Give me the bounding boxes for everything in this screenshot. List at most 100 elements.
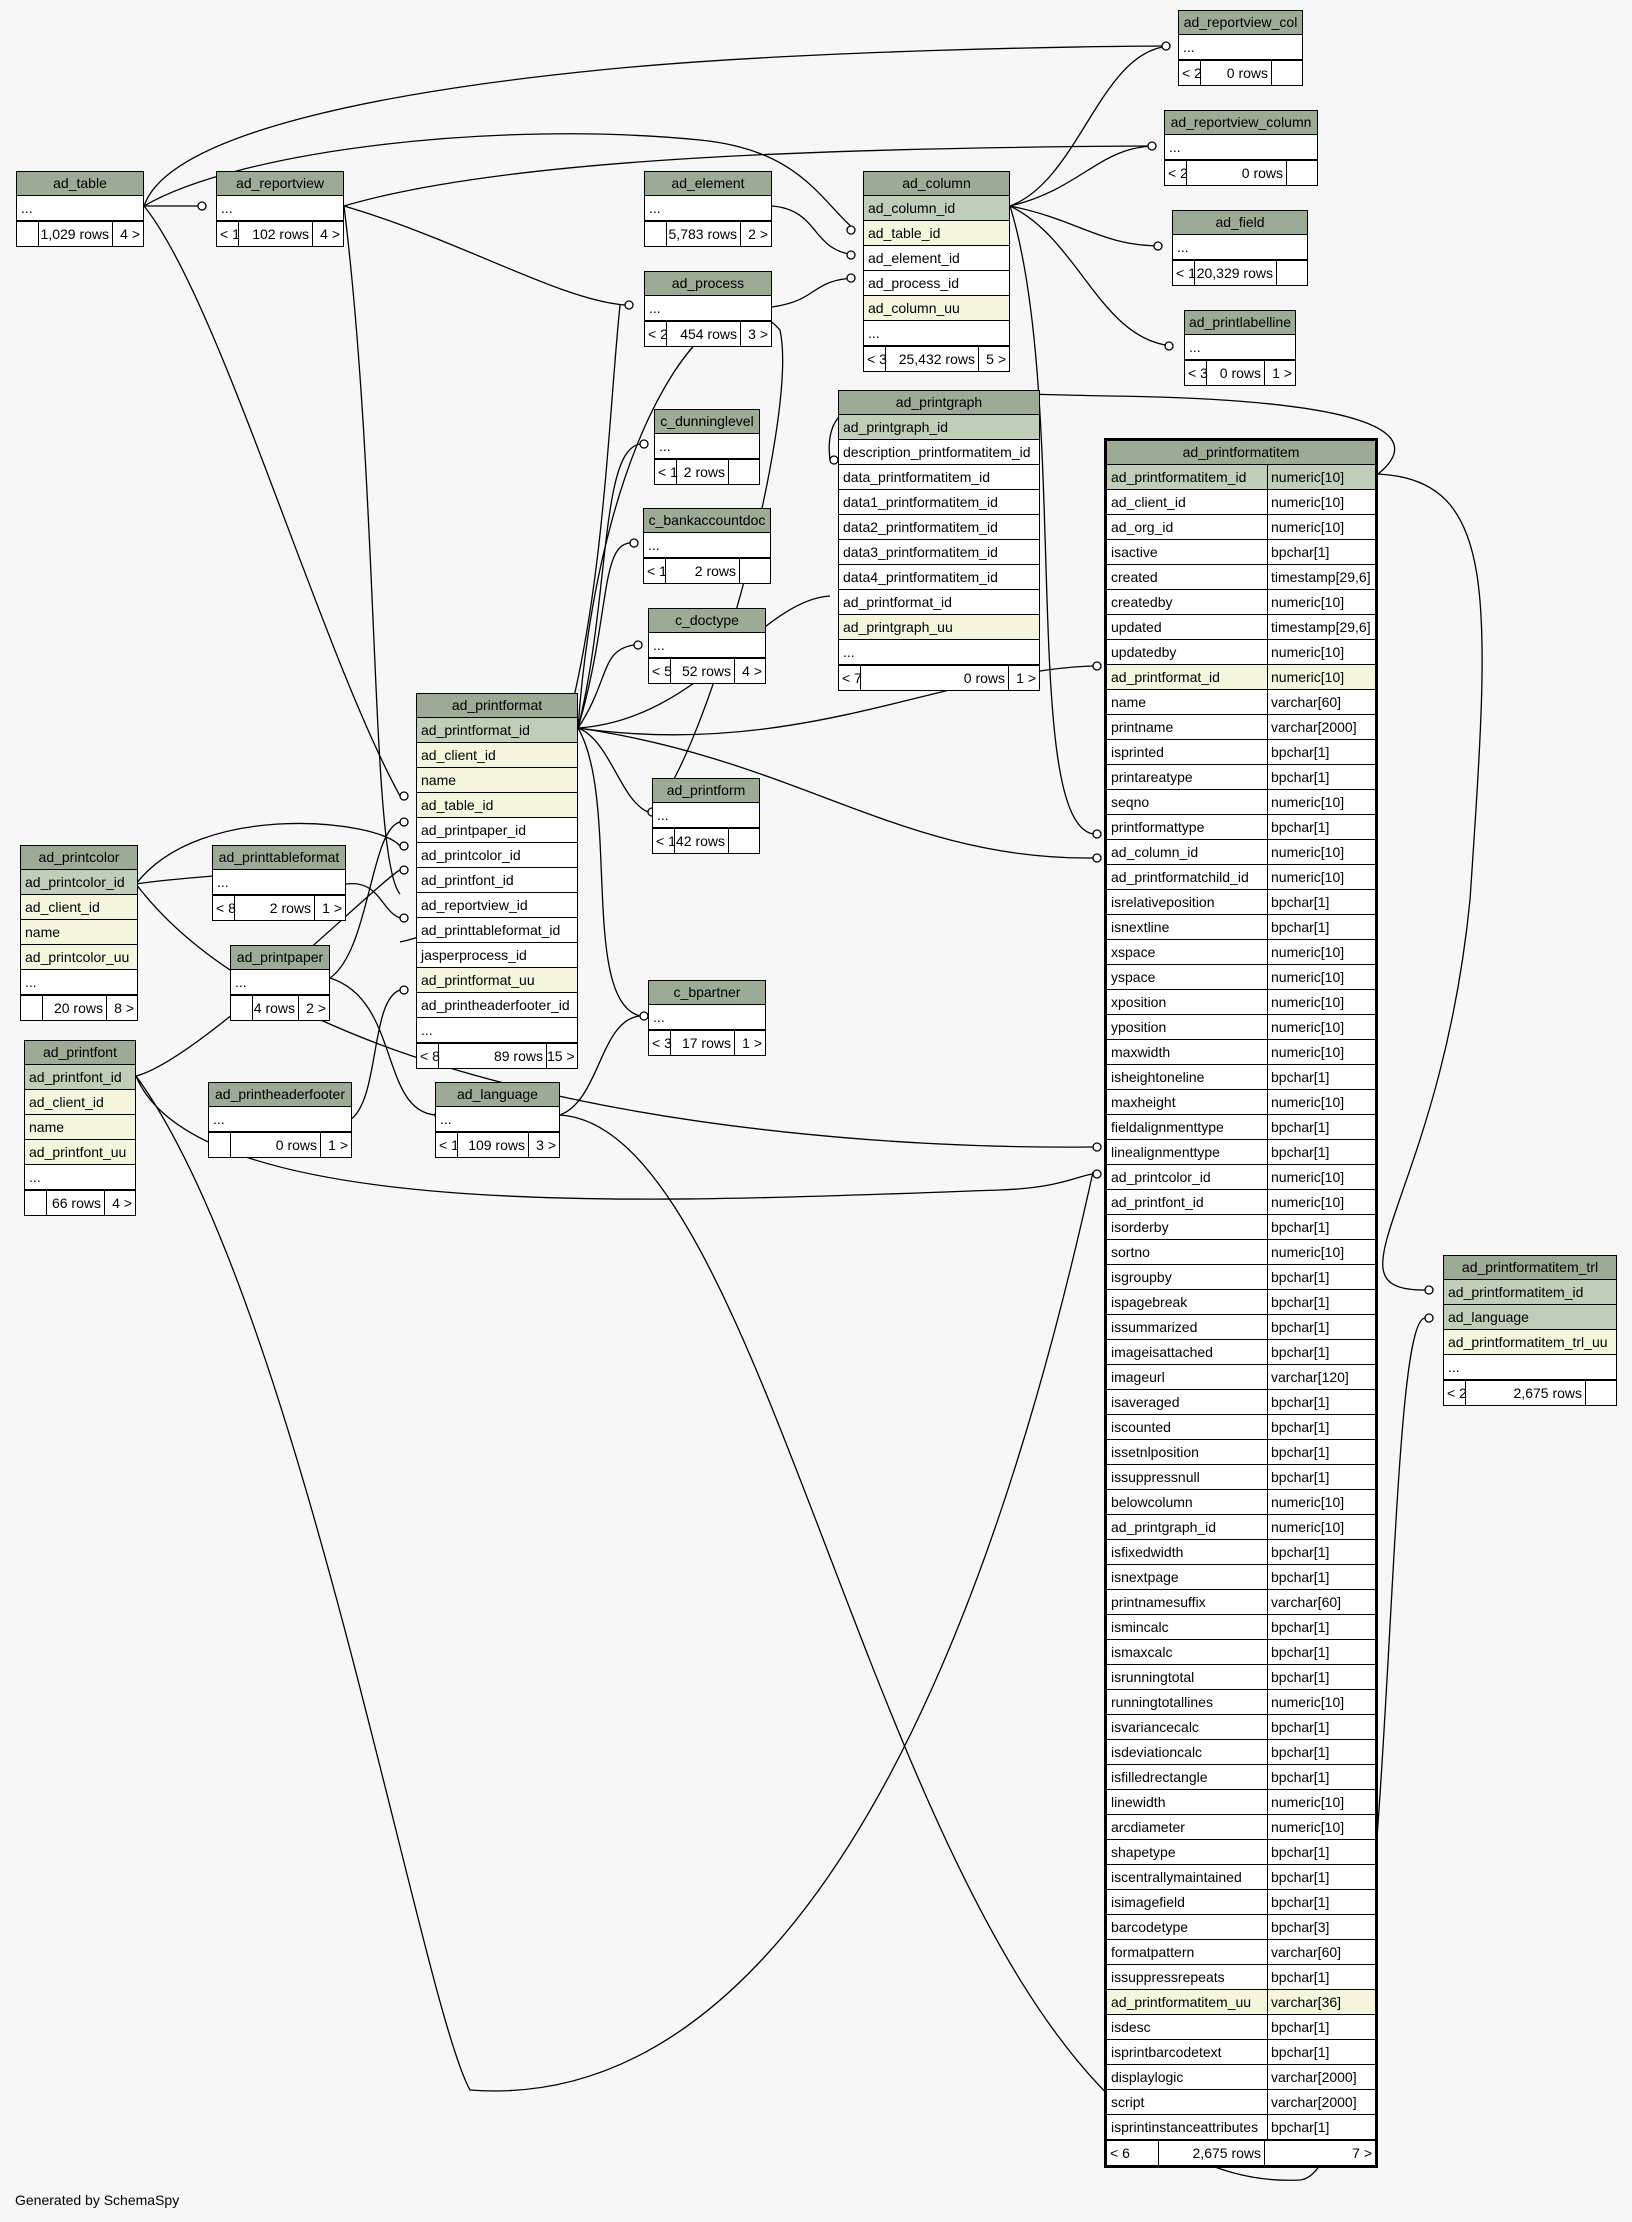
column-row[interactable]: ... [839,640,1039,665]
child-count[interactable]: 8 > [114,1000,134,1016]
child-count[interactable]: 3 > [748,326,768,342]
column-row[interactable]: ... [21,970,137,995]
column-row[interactable]: data4_printformatitem_id [839,565,1039,590]
column-row[interactable]: ... [1179,35,1302,60]
child-count[interactable] [1277,261,1307,285]
column-row[interactable]: ... [649,633,765,658]
child-count[interactable]: 4 > [112,1195,132,1211]
table-header[interactable]: c_doctype [649,609,765,633]
parent-count[interactable]: < 8 [417,1044,440,1068]
column-row[interactable]: jasperprocess_id [417,943,577,968]
parent-count[interactable]: < 2 [1444,1381,1467,1405]
table-header[interactable]: ad_printcolor [21,846,137,870]
table-header[interactable]: ad_column [864,172,1009,196]
parent-count[interactable] [25,1191,47,1215]
parent-count[interactable] [209,1133,231,1157]
table-header[interactable]: ad_printtableformat [213,846,345,870]
child-count[interactable]: 4 > [320,226,340,242]
column-row[interactable]: ... [213,870,345,895]
column-row[interactable]: name [25,1115,135,1140]
column-row[interactable]: ... [217,196,343,221]
parent-count[interactable]: < 6 [1107,2141,1159,2165]
child-count[interactable]: 1 > [1016,670,1036,686]
column-row[interactable]: ... [645,296,771,321]
column-row[interactable]: ad_language [1444,1305,1616,1330]
column-row[interactable]: ... [1444,1355,1616,1380]
column-row[interactable]: ... [1185,335,1295,360]
column-row[interactable]: ad_printtableformat_id [417,918,577,943]
column-row[interactable]: ad_printgraph_uu [839,615,1039,640]
parent-count[interactable]: < 1 [1173,261,1196,285]
parent-count[interactable]: < 8 [213,896,236,920]
table-header[interactable]: ad_printpaper [231,946,329,970]
table-header[interactable]: ad_printgraph [839,391,1039,415]
table-header[interactable]: ad_field [1173,211,1307,235]
column-row[interactable]: data3_printformatitem_id [839,540,1039,565]
column-row[interactable]: ... [653,803,759,828]
child-count[interactable]: 3 > [536,1137,556,1153]
column-row[interactable]: ... [417,1018,577,1043]
column-row[interactable]: ad_printgraph_id [839,415,1039,440]
column-row[interactable]: ad_printcolor_id [21,870,137,895]
column-row[interactable]: ... [436,1107,559,1132]
column-row[interactable]: ... [1165,135,1317,160]
column-row[interactable]: description_printformatitem_id [839,440,1039,465]
child-count[interactable] [1287,161,1317,185]
parent-count[interactable]: < 3 [864,347,887,371]
column-row[interactable]: ad_table_id [864,221,1009,246]
child-count[interactable]: 1 > [742,1035,762,1051]
parent-count[interactable]: < 1 [436,1133,459,1157]
column-row[interactable]: ad_printfont_uu [25,1140,135,1165]
parent-count[interactable]: < 7 [839,666,862,690]
column-row[interactable]: ad_printformatitem_id [1444,1280,1616,1305]
